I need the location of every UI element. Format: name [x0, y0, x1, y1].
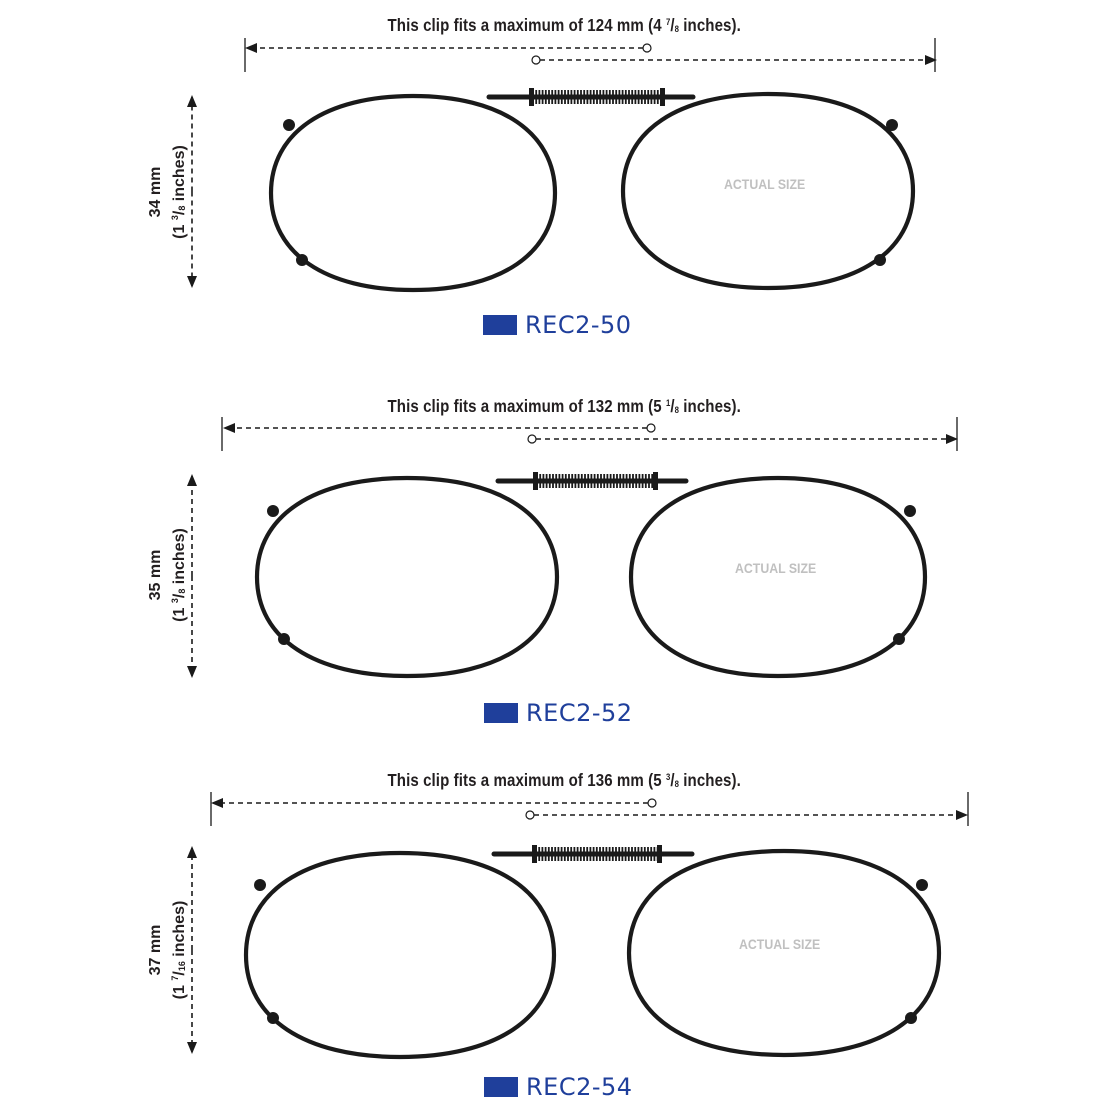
fit-caption-prefix: This clip fits a maximum of 124 mm (4	[387, 15, 666, 35]
left-lens	[268, 93, 558, 293]
clip-nub-3	[905, 1012, 917, 1024]
height-inches-label: (1 3/8 inches)	[168, 475, 192, 675]
width-arrow-left-origin	[642, 43, 652, 53]
fit-caption-slash: /	[670, 770, 675, 790]
height-inches-suffix: inches)	[171, 528, 188, 589]
spring-coil	[536, 474, 654, 488]
model-name: REC2-52	[526, 699, 633, 727]
height-mm-label: 35 mm	[147, 549, 164, 601]
width-arrow-left-origin	[647, 798, 657, 808]
model-color-swatch	[483, 315, 517, 335]
height-inches-prefix: (1	[171, 220, 188, 239]
clip-nub-3	[893, 633, 905, 645]
width-arrow-right-origin	[531, 55, 541, 65]
model-label: REC2-50	[483, 310, 632, 340]
fit-caption-prefix: This clip fits a maximum of 132 mm (5	[387, 396, 666, 416]
height-inches-label: (1 3/8 inches)	[168, 92, 192, 292]
clip-nub-2	[904, 505, 916, 517]
height-mm-label: 34 mm	[147, 166, 164, 218]
height-inches-denominator: 16	[177, 961, 187, 972]
fit-caption-prefix: This clip fits a maximum of 136 mm (5	[387, 770, 666, 790]
clip-nub-1	[278, 633, 290, 645]
height-inches-denominator: 8	[177, 205, 187, 211]
model-label: REC2-54	[484, 1072, 633, 1102]
clip-nub-2	[886, 119, 898, 131]
spring-coil	[532, 90, 659, 104]
fit-caption-slash: /	[670, 15, 675, 35]
spring-coil	[535, 847, 659, 861]
right-lens	[626, 848, 942, 1058]
spring-cap-left	[529, 88, 534, 106]
fit-caption-slash: /	[670, 396, 675, 416]
fit-caption: This clip fits a maximum of 136 mm (5 3/…	[83, 770, 1046, 791]
height-inches-numerator: 3	[170, 598, 180, 604]
actual-size-watermark: ACTUAL SIZE	[724, 176, 806, 192]
actual-size-watermark: ACTUAL SIZE	[735, 560, 817, 576]
height-labels: 35 mm(1 3/8 inches)	[144, 475, 204, 675]
width-arrow-right-origin	[525, 810, 535, 820]
clip-nub-1	[296, 254, 308, 266]
fit-caption-denominator: 8	[674, 779, 680, 789]
height-inches-label: (1 7/16 inches)	[168, 850, 192, 1050]
height-inches-numerator: 3	[170, 215, 180, 221]
height-labels: 34 mm(1 3/8 inches)	[144, 92, 204, 292]
spring-cap-left	[532, 845, 537, 863]
fit-caption-numerator: 3	[665, 772, 671, 782]
spring-cap-left	[533, 472, 538, 490]
fit-caption-suffix: inches).	[679, 396, 741, 416]
clip-nub-3	[874, 254, 886, 266]
height-inches-suffix: inches)	[171, 145, 188, 206]
height-inches-slash: /	[171, 971, 188, 976]
fit-caption-suffix: inches).	[679, 15, 741, 35]
fit-caption-suffix: inches).	[679, 770, 741, 790]
model-color-swatch	[484, 703, 518, 723]
height-inches-denominator: 8	[177, 588, 187, 594]
actual-size-watermark: ACTUAL SIZE	[739, 936, 821, 952]
clip-nub-2	[916, 879, 928, 891]
model-color-swatch	[484, 1077, 518, 1097]
spring-cap-right	[653, 472, 658, 490]
height-mm-label: 37 mm	[147, 924, 164, 976]
clip-nub-0	[254, 879, 266, 891]
spring-cap-right	[657, 845, 662, 863]
width-arrow-left-origin	[646, 423, 656, 433]
clip-nub-1	[267, 1012, 279, 1024]
right-lens	[620, 91, 916, 291]
model-label: REC2-52	[484, 698, 633, 728]
clip-nub-0	[267, 505, 279, 517]
fit-caption-denominator: 8	[674, 24, 680, 34]
left-lens	[243, 850, 557, 1060]
fit-caption: This clip fits a maximum of 132 mm (5 1/…	[83, 396, 1046, 417]
width-arrow-right-origin	[527, 434, 537, 444]
height-inches-prefix: (1	[171, 603, 188, 622]
fit-caption-numerator: 1	[665, 398, 671, 408]
fit-caption-denominator: 8	[674, 405, 680, 415]
left-lens	[254, 475, 560, 679]
spring-cap-right	[660, 88, 665, 106]
model-name: REC2-50	[525, 311, 632, 339]
fit-caption: This clip fits a maximum of 124 mm (4 7/…	[83, 15, 1046, 36]
height-inches-suffix: inches)	[171, 900, 188, 962]
clip-nub-0	[283, 119, 295, 131]
height-inches-slash: /	[171, 593, 188, 599]
height-inches-numerator: 7	[170, 975, 180, 981]
height-inches-slash: /	[171, 210, 188, 216]
fit-caption-numerator: 7	[665, 17, 671, 27]
height-labels: 37 mm(1 7/16 inches)	[144, 850, 204, 1050]
right-lens	[628, 475, 928, 679]
model-name: REC2-54	[526, 1073, 633, 1101]
height-inches-prefix: (1	[171, 980, 188, 1000]
